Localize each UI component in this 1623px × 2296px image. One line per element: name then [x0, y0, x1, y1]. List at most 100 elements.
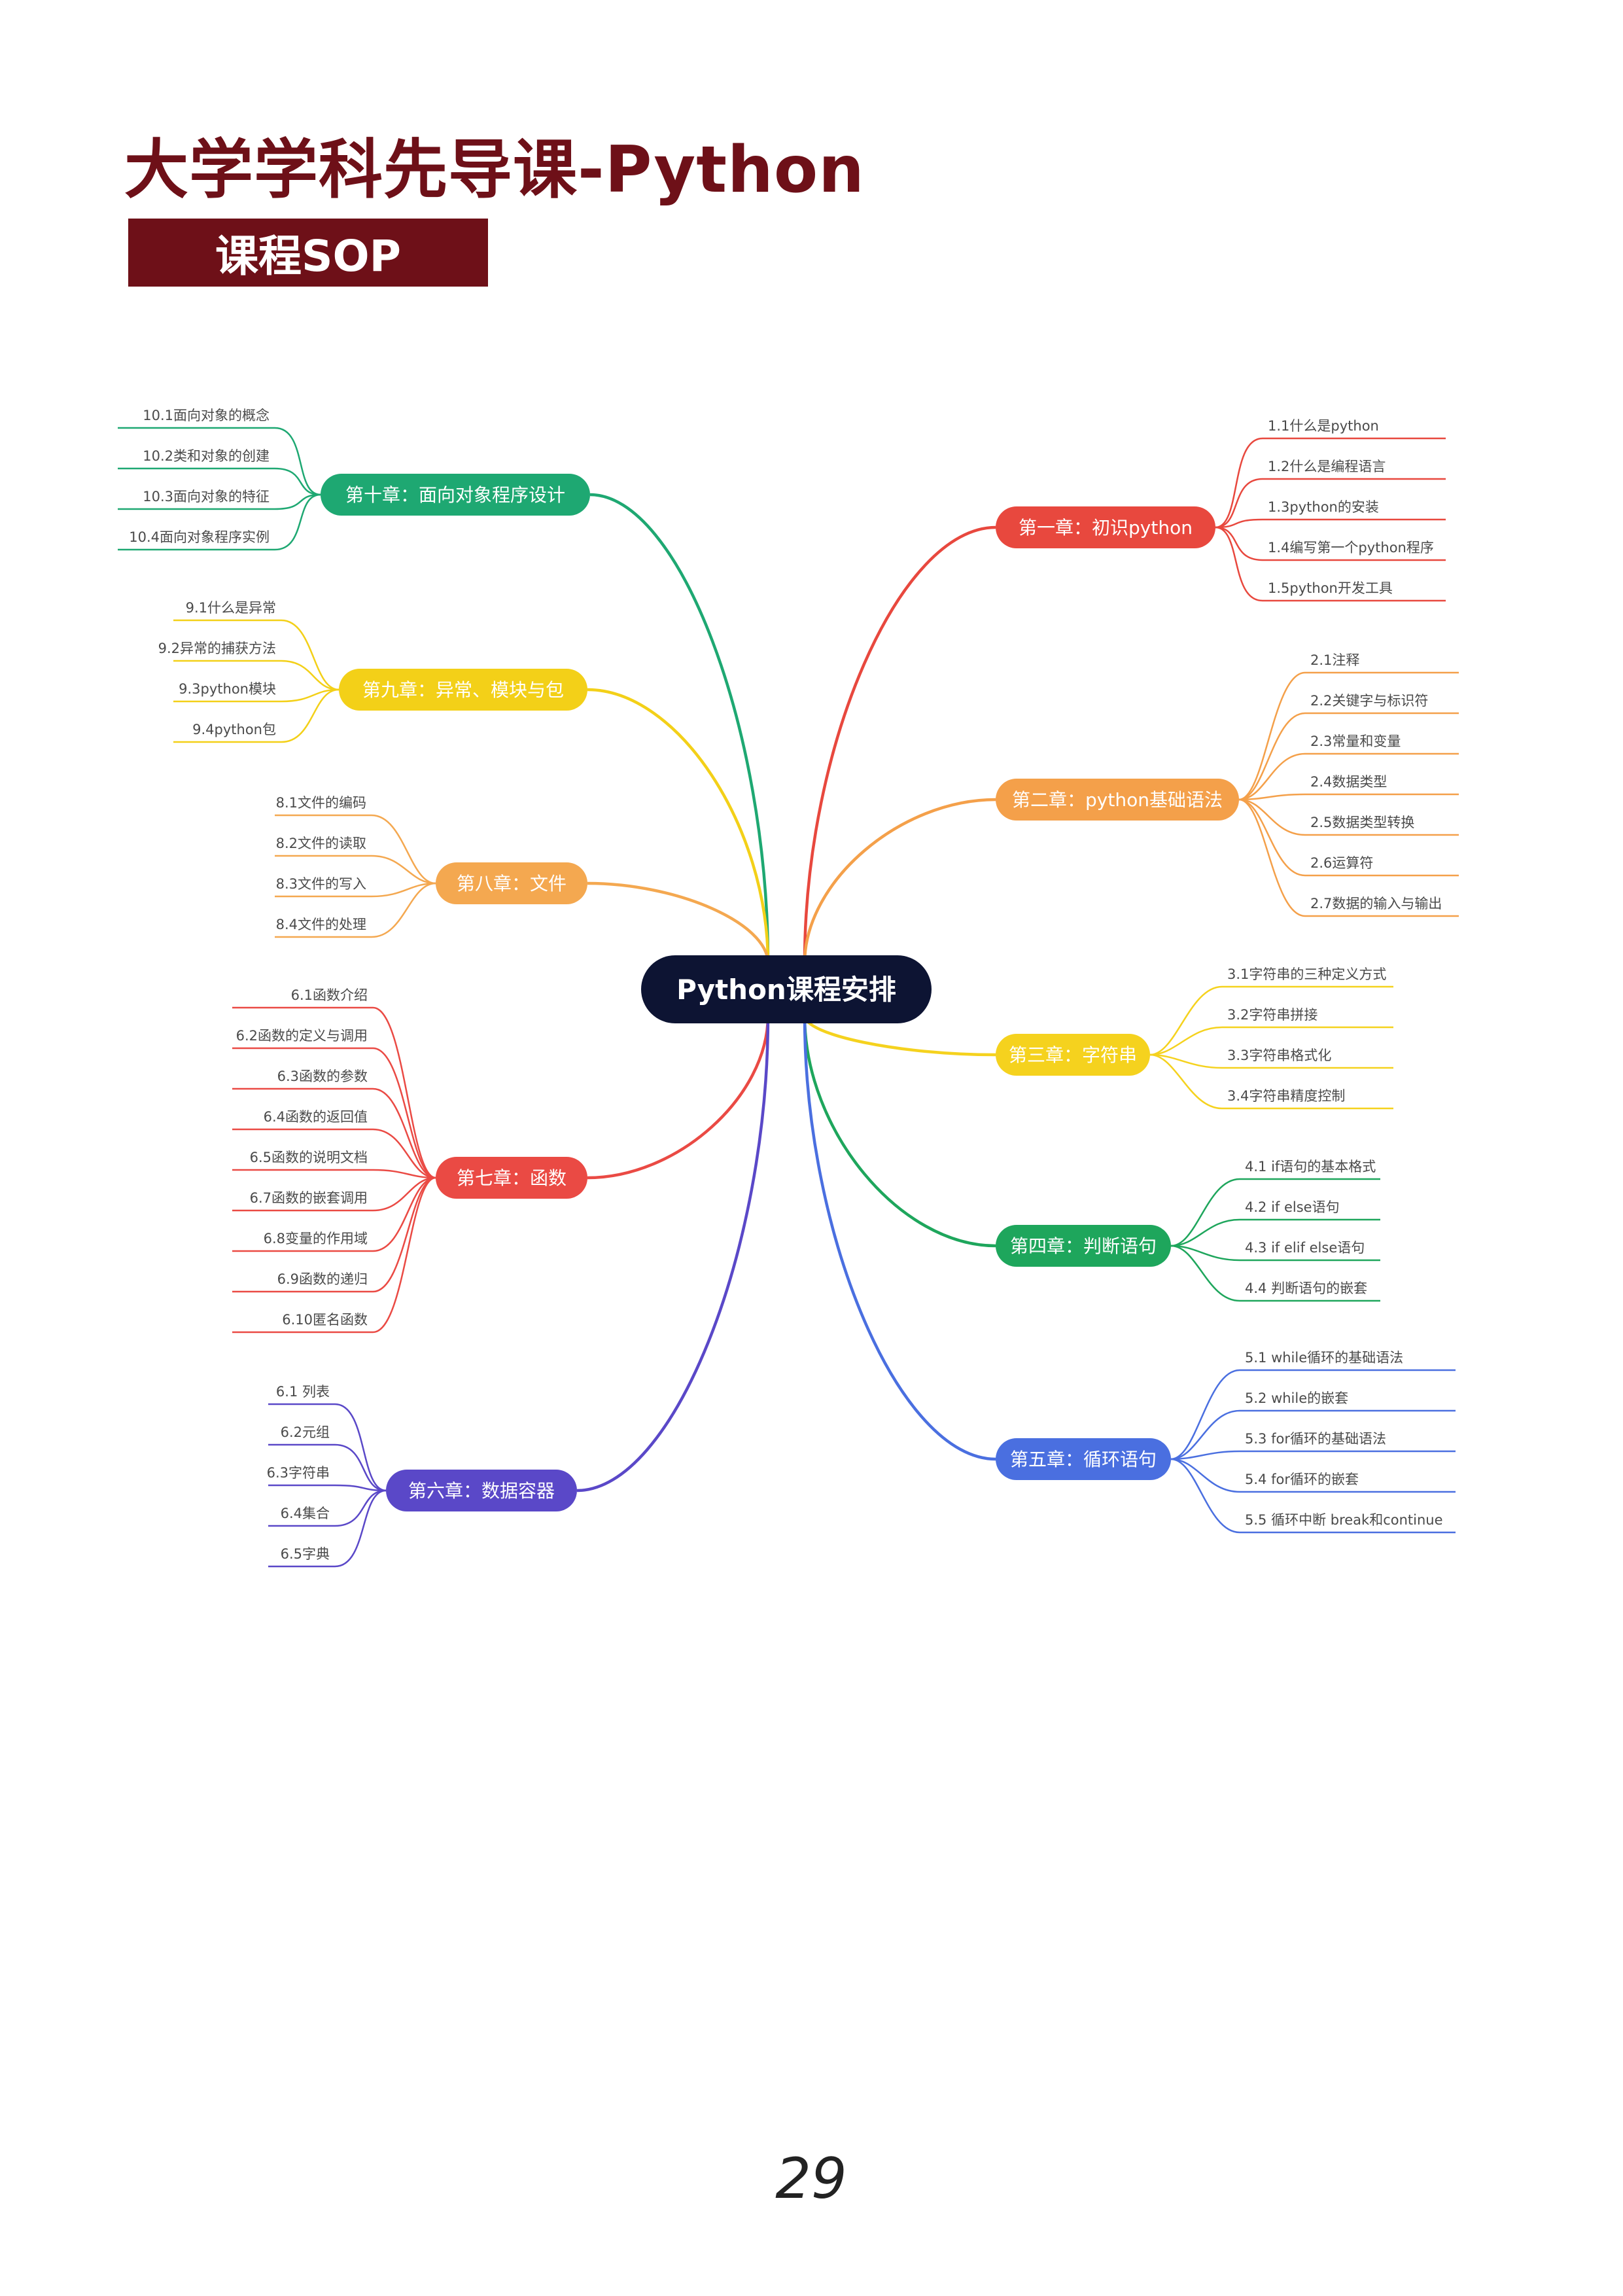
item-connector	[1238, 798, 1306, 877]
chapter-node	[436, 1157, 587, 1199]
item-connector	[1170, 1178, 1240, 1247]
topic-item-label: 2.1注释	[1310, 652, 1359, 668]
topic-item-label: 2.5数据类型转换	[1310, 815, 1414, 830]
topic-item-label: 5.2 while的嵌套	[1245, 1390, 1348, 1406]
chapter-connector	[803, 525, 996, 964]
item-connector	[1149, 985, 1223, 1056]
item-connector	[334, 1489, 387, 1527]
chapter-connector	[803, 1015, 996, 1461]
topic-item-label: 6.3函数的参数	[277, 1069, 368, 1084]
item-connector	[1170, 1409, 1240, 1460]
item-connector	[1170, 1458, 1240, 1534]
item-connector	[372, 1087, 436, 1179]
item-connector	[371, 882, 436, 938]
topic-item-label: 5.1 while循环的基础语法	[1245, 1350, 1403, 1366]
chapter-node-label: 第十章：面向对象程序设计	[345, 484, 565, 506]
item-connector	[371, 882, 436, 898]
chapter-node-label: 第六章：数据容器	[408, 1480, 555, 1502]
item-connector	[334, 1489, 387, 1568]
item-connector	[334, 1484, 387, 1492]
topic-item-label: 5.5 循环中断 break和continue	[1245, 1512, 1443, 1528]
chapter-node-label: 第四章：判断语句	[1010, 1235, 1157, 1257]
topic-item-label: 1.3python的安装	[1268, 499, 1379, 515]
mindmap-edges	[118, 427, 1459, 1568]
topic-item-label: 4.3 if elif else语句	[1245, 1240, 1365, 1256]
item-connector	[334, 1443, 387, 1492]
item-connector	[1215, 437, 1263, 529]
chapter-node	[996, 1438, 1171, 1480]
item-connector	[274, 427, 321, 496]
item-connector	[1238, 798, 1306, 836]
item-connector	[1149, 1053, 1223, 1069]
page-title: 大学学科先导课-Python	[124, 133, 865, 207]
topic-item-label: 3.4字符串精度控制	[1227, 1088, 1345, 1104]
item-connector	[281, 619, 340, 691]
topic-item-label: 6.9函数的递归	[277, 1271, 368, 1287]
page-number: 29	[775, 2146, 847, 2212]
topic-item-label: 1.1什么是python	[1268, 418, 1379, 434]
item-connector	[1170, 1218, 1240, 1247]
root-node	[641, 955, 932, 1023]
item-connector	[372, 1176, 436, 1333]
topic-item-label: 3.3字符串格式化	[1227, 1048, 1331, 1063]
item-connector	[1238, 798, 1306, 917]
item-connector	[371, 814, 436, 885]
item-connector	[372, 1176, 436, 1293]
item-connector	[1215, 526, 1263, 602]
topic-item-label: 3.2字符串拼接	[1227, 1007, 1318, 1023]
section-banner: 课程SOP	[128, 219, 488, 287]
item-connector	[372, 1169, 436, 1179]
topic-item-label: 4.1 if语句的基本格式	[1245, 1159, 1376, 1174]
topic-item-label: 1.5python开发工具	[1268, 580, 1393, 596]
topic-item-label: 10.1面向对象的概念	[143, 408, 270, 423]
item-connector	[274, 493, 321, 510]
topic-item-label: 6.4函数的返回值	[264, 1109, 368, 1125]
chapter-connector	[589, 493, 770, 964]
topic-item-label: 6.8变量的作用域	[264, 1231, 368, 1246]
item-connector	[1170, 1245, 1240, 1302]
chapter-node	[996, 1034, 1150, 1076]
chapter-connector	[803, 1015, 996, 1248]
chapter-node	[321, 474, 590, 516]
mindmap-nodes: 1.1什么是python1.2什么是编程语言1.3python的安装1.4编写第…	[129, 408, 1442, 1562]
topic-item-label: 6.4集合	[281, 1506, 330, 1521]
chapter-node-label: 第一章：初识python	[1019, 517, 1193, 539]
topic-item-label: 2.6运算符	[1310, 855, 1373, 871]
item-connector	[334, 1403, 387, 1492]
item-connector	[281, 688, 340, 743]
chapter-node	[386, 1470, 577, 1511]
item-connector	[1238, 712, 1306, 801]
topic-item-label: 6.2函数的定义与调用	[236, 1028, 368, 1044]
item-connector	[1149, 1053, 1223, 1110]
topic-item-label: 3.1字符串的三种定义方式	[1227, 966, 1386, 982]
topic-item-label: 6.7函数的嵌套调用	[250, 1190, 368, 1206]
item-connector	[372, 1047, 436, 1179]
item-connector	[1149, 1026, 1223, 1056]
item-connector	[274, 467, 321, 496]
topic-item-label: 10.3面向对象的特征	[143, 489, 270, 504]
item-connector	[371, 855, 436, 885]
topic-item-label: 1.2什么是编程语言	[1268, 459, 1386, 474]
chapter-node-label: 第七章：函数	[457, 1167, 567, 1189]
chapter-node-label: 第八章：文件	[457, 873, 567, 894]
topic-item-label: 2.7数据的输入与输出	[1310, 896, 1442, 911]
topic-item-label: 2.4数据类型	[1310, 774, 1387, 790]
item-connector	[1170, 1458, 1240, 1493]
item-connector	[372, 1006, 436, 1179]
chapter-connector	[803, 798, 996, 964]
chapter-node-label: 第三章：字符串	[1009, 1044, 1137, 1066]
item-connector	[1170, 1450, 1240, 1460]
topic-item-label: 4.4 判断语句的嵌套	[1245, 1280, 1367, 1296]
item-connector	[1238, 752, 1306, 801]
topic-item-label: 8.4文件的处理	[276, 917, 366, 932]
chapter-node	[996, 506, 1215, 548]
topic-item-label: 6.1 列表	[276, 1384, 330, 1400]
topic-item-label: 8.2文件的读取	[276, 836, 366, 851]
topic-item-label: 6.5字典	[281, 1546, 330, 1562]
topic-item-label: 8.3文件的写入	[276, 876, 366, 892]
item-connector	[1238, 793, 1306, 801]
topic-item-label: 8.1文件的编码	[276, 795, 366, 811]
chapter-node-label: 第九章：异常、模块与包	[362, 679, 564, 701]
item-connector	[281, 660, 340, 691]
